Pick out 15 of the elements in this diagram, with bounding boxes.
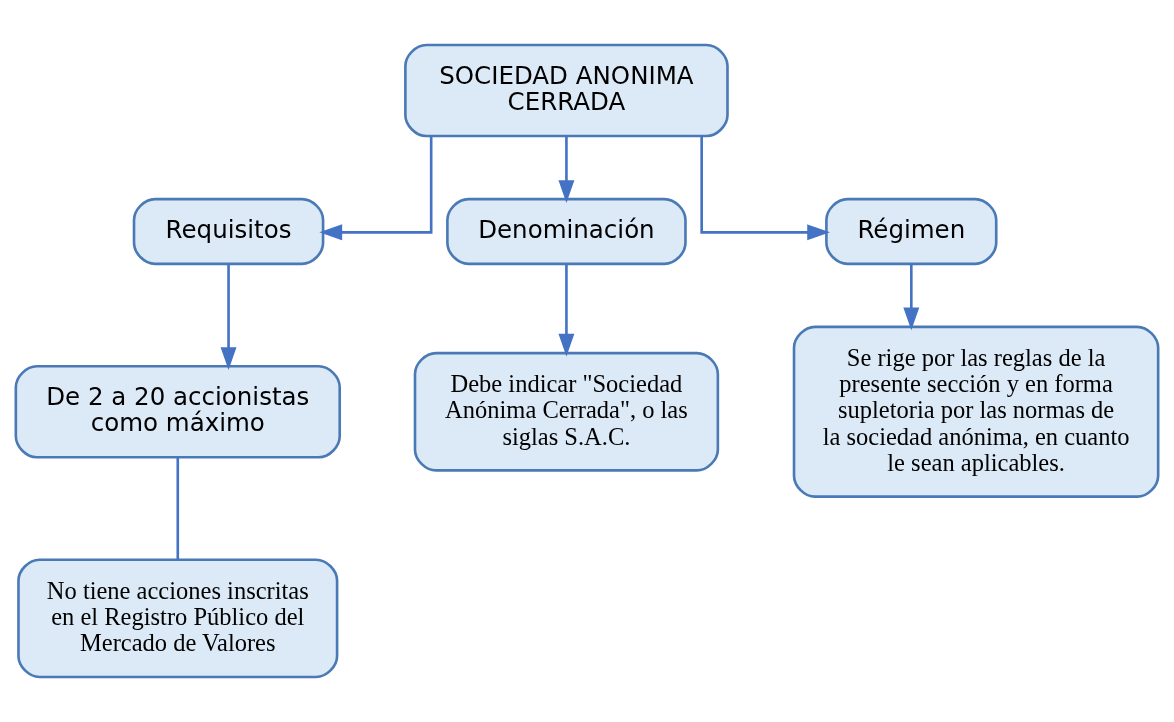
node-box: Se rige por las reglas de la presente sección y en forma supletoria por las normas de la sociedad anónima, en cuanto le sean aplicables. bbox=[792, 325, 1160, 498]
node-box: Debe indicar "Sociedad Anónima Cerrada", o las siglas S.A.C. bbox=[413, 351, 720, 472]
arrow bbox=[220, 264, 237, 370]
node-box: Requisitos bbox=[132, 197, 325, 266]
node-box: De 2 a 20 accionistas como máximo bbox=[14, 364, 342, 459]
arrow bbox=[903, 264, 920, 331]
connector bbox=[176, 457, 180, 560]
node-box: Régimen bbox=[825, 197, 998, 266]
arrow bbox=[558, 136, 575, 203]
node-box: Denominación bbox=[446, 197, 687, 266]
node-box: No tiene acciones inscritas en el Registro Público del Mercado de Valores bbox=[17, 558, 339, 679]
arrow bbox=[558, 264, 575, 357]
node-box: SOCIEDAD ANONIMA CERRADA bbox=[404, 43, 729, 138]
arrow bbox=[700, 136, 831, 241]
arrow bbox=[319, 136, 433, 241]
